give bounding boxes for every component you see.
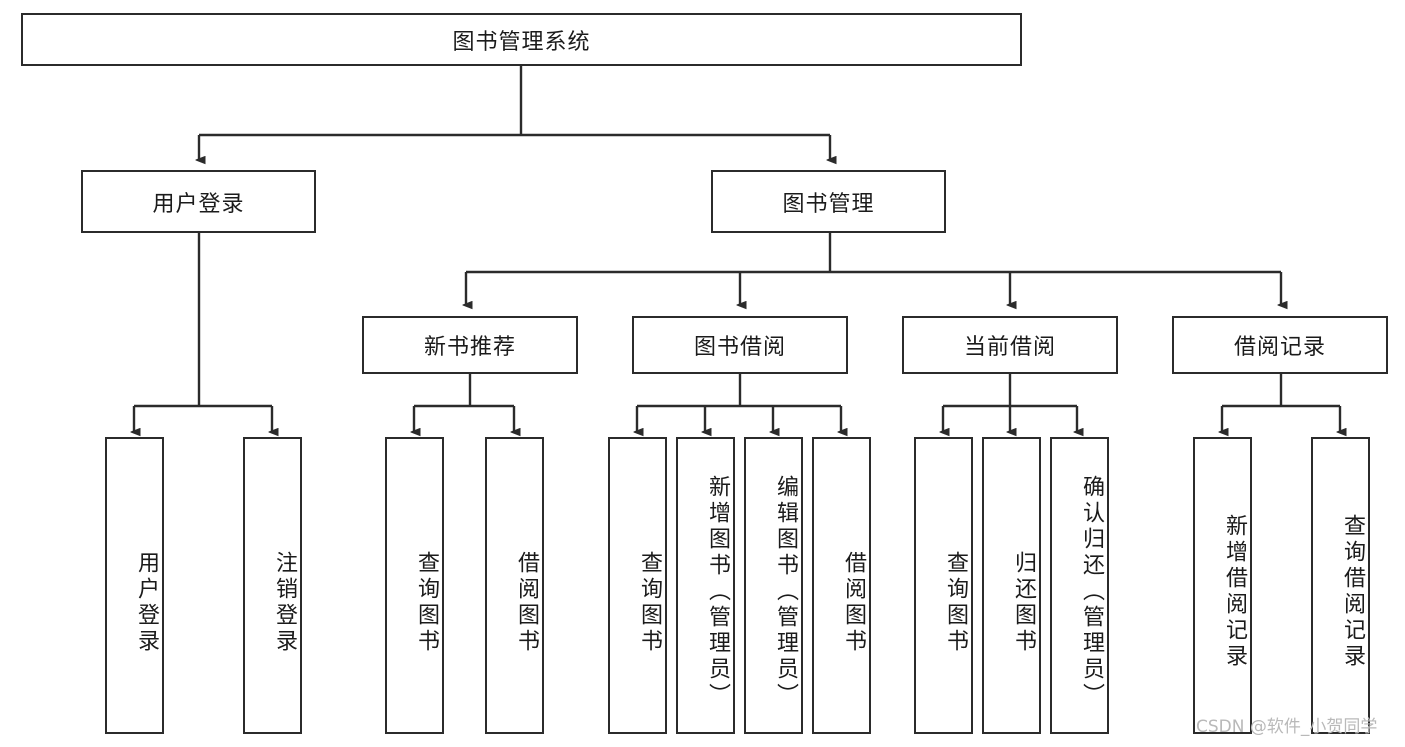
leaf-query-book-2[interactable]: 查询图书 <box>608 437 667 734</box>
leaf-add-record[interactable]: 新增借阅记录 <box>1193 437 1252 734</box>
node-user-login[interactable]: 用户登录 <box>81 170 316 233</box>
leaf-confirm-return[interactable]: 确认归还（管理员） <box>1050 437 1109 734</box>
node-root[interactable]: 图书管理系统 <box>21 13 1022 66</box>
node-new-book-rec[interactable]: 新书推荐 <box>362 316 578 374</box>
leaf-user-logout[interactable]: 注销登录 <box>243 437 302 734</box>
node-book-borrow[interactable]: 图书借阅 <box>632 316 848 374</box>
leaf-add-book[interactable]: 新增图书（管理员） <box>676 437 735 734</box>
node-borrow-record[interactable]: 借阅记录 <box>1172 316 1388 374</box>
leaf-borrow-book-1[interactable]: 借阅图书 <box>485 437 544 734</box>
leaf-edit-book[interactable]: 编辑图书（管理员） <box>744 437 803 734</box>
leaf-borrow-book-2[interactable]: 借阅图书 <box>812 437 871 734</box>
leaf-query-record[interactable]: 查询借阅记录 <box>1311 437 1370 734</box>
leaf-query-book-1[interactable]: 查询图书 <box>385 437 444 734</box>
node-book-manage[interactable]: 图书管理 <box>711 170 946 233</box>
leaf-user-login[interactable]: 用户登录 <box>105 437 164 734</box>
watermark-text: CSDN @软件_小贺同学 <box>1196 717 1378 737</box>
node-current-borrow[interactable]: 当前借阅 <box>902 316 1118 374</box>
leaf-return-book[interactable]: 归还图书 <box>982 437 1041 734</box>
leaf-query-book-3[interactable]: 查询图书 <box>914 437 973 734</box>
